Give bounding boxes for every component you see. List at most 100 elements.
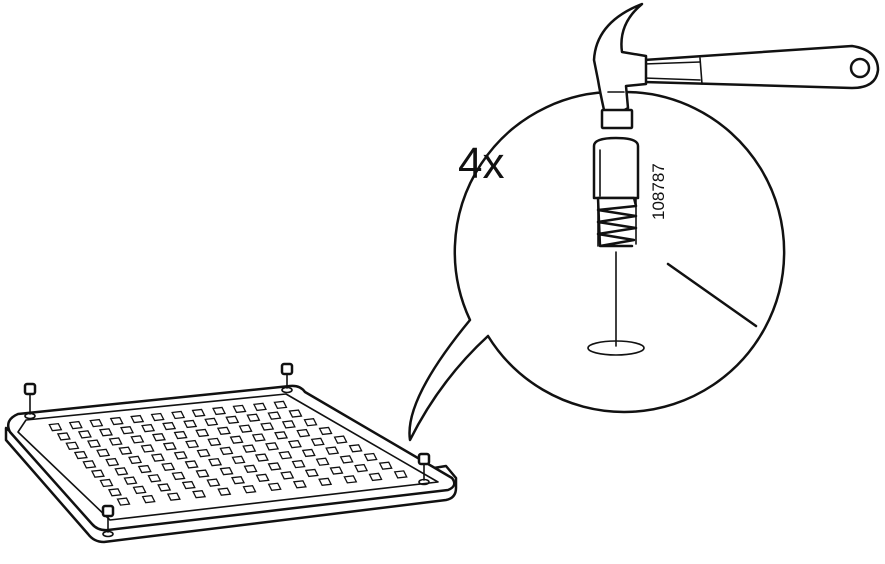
panel-hole bbox=[184, 460, 199, 469]
panel-hole bbox=[128, 455, 143, 465]
panel-hole bbox=[304, 468, 319, 478]
panel-hole bbox=[120, 426, 135, 435]
panel-hole bbox=[114, 467, 129, 476]
panel-hole bbox=[98, 428, 113, 437]
panel-hole bbox=[183, 419, 198, 429]
panel-hole bbox=[219, 446, 234, 456]
panel-hole bbox=[232, 404, 247, 414]
panel-hole bbox=[354, 463, 369, 473]
panel-hole bbox=[206, 478, 221, 487]
panel-hole bbox=[318, 426, 333, 436]
panel-hole bbox=[339, 455, 354, 464]
panel-hole bbox=[368, 472, 383, 482]
panel-hole bbox=[162, 421, 177, 431]
panel-hole bbox=[141, 494, 156, 504]
panel-hole bbox=[378, 461, 393, 470]
panel-hole bbox=[231, 455, 246, 465]
panel-hole bbox=[96, 448, 111, 458]
panel-hole bbox=[157, 483, 172, 492]
panel-hole bbox=[140, 444, 155, 453]
panel-hole bbox=[173, 451, 188, 460]
perforated-panel bbox=[4, 384, 458, 544]
panel-hole bbox=[274, 431, 289, 440]
panel-hole bbox=[273, 400, 288, 410]
panel-hole bbox=[260, 422, 275, 431]
corner-pins bbox=[23, 362, 431, 538]
panel-hole bbox=[130, 414, 145, 424]
detail-callout bbox=[408, 90, 786, 442]
panel-hole bbox=[255, 473, 270, 482]
panel-hole bbox=[207, 437, 222, 447]
pin-right bbox=[417, 452, 431, 486]
panel-hole bbox=[181, 480, 196, 490]
panel-hole bbox=[195, 469, 210, 478]
panel-hole bbox=[343, 475, 358, 484]
panel-hole bbox=[151, 433, 166, 442]
panel-hole bbox=[208, 457, 223, 467]
panel-hole bbox=[141, 423, 156, 433]
panel-hole bbox=[243, 464, 258, 474]
part-number: 108787 bbox=[649, 163, 668, 220]
panel-hole bbox=[267, 482, 282, 491]
hammer-icon bbox=[592, 2, 880, 130]
quantity-label: 4x bbox=[458, 139, 504, 188]
panel-hole bbox=[192, 489, 207, 499]
panel-hole bbox=[107, 488, 122, 497]
panel-hole bbox=[251, 433, 266, 442]
panel-hole bbox=[77, 430, 92, 439]
panel-hole bbox=[310, 437, 325, 447]
panel-hole bbox=[254, 453, 269, 462]
pin-left bbox=[23, 382, 37, 420]
panel-hole bbox=[303, 418, 318, 427]
panel-hole bbox=[105, 457, 120, 467]
panel-hole bbox=[267, 462, 282, 471]
panel-hole bbox=[191, 408, 206, 418]
panel-hole bbox=[161, 462, 176, 471]
panel-hole bbox=[162, 442, 177, 451]
panel-hole bbox=[329, 466, 344, 475]
pin-bottom bbox=[101, 504, 115, 538]
panel-hole bbox=[130, 435, 145, 444]
panel-hole bbox=[109, 416, 124, 426]
panel-hole bbox=[318, 477, 333, 487]
panel-hole bbox=[132, 485, 147, 495]
panel-hole bbox=[229, 435, 244, 444]
panel-hole bbox=[231, 476, 246, 485]
panel-hole bbox=[288, 409, 303, 418]
panel-hole bbox=[225, 415, 240, 424]
panel-hole bbox=[171, 410, 186, 420]
panel-hole bbox=[296, 428, 311, 438]
panel-hole bbox=[265, 442, 280, 451]
panel-hole bbox=[287, 439, 302, 449]
panel-hole bbox=[252, 402, 267, 412]
panel-hole bbox=[242, 444, 257, 453]
panel-hole bbox=[171, 471, 186, 481]
panel-hole bbox=[147, 474, 162, 483]
panel-hole bbox=[196, 448, 211, 458]
panel-hole bbox=[173, 430, 188, 440]
panel-hole bbox=[82, 460, 97, 469]
panel-hole bbox=[292, 480, 307, 489]
panel-hole bbox=[195, 428, 210, 438]
panel-hole bbox=[216, 426, 231, 435]
panel-hole bbox=[89, 418, 104, 428]
panel-hole bbox=[278, 451, 293, 460]
panel-hole bbox=[73, 450, 88, 460]
panel-hole bbox=[137, 464, 152, 474]
panel-hole bbox=[219, 466, 234, 476]
hole-grid bbox=[48, 400, 408, 506]
panel-hole bbox=[87, 439, 102, 448]
panel-hole bbox=[65, 441, 80, 450]
panel-hole bbox=[99, 478, 114, 488]
panel-hole bbox=[90, 469, 105, 478]
panel-hole bbox=[325, 446, 340, 455]
panel-hole bbox=[212, 406, 227, 416]
panel-hole bbox=[393, 470, 408, 479]
panel-hole bbox=[301, 448, 316, 458]
panel-hole bbox=[150, 412, 165, 422]
panel-hole bbox=[56, 432, 71, 441]
panel-hole bbox=[363, 452, 378, 462]
dowel-pin-part bbox=[587, 136, 645, 356]
panel-hole bbox=[281, 420, 296, 429]
